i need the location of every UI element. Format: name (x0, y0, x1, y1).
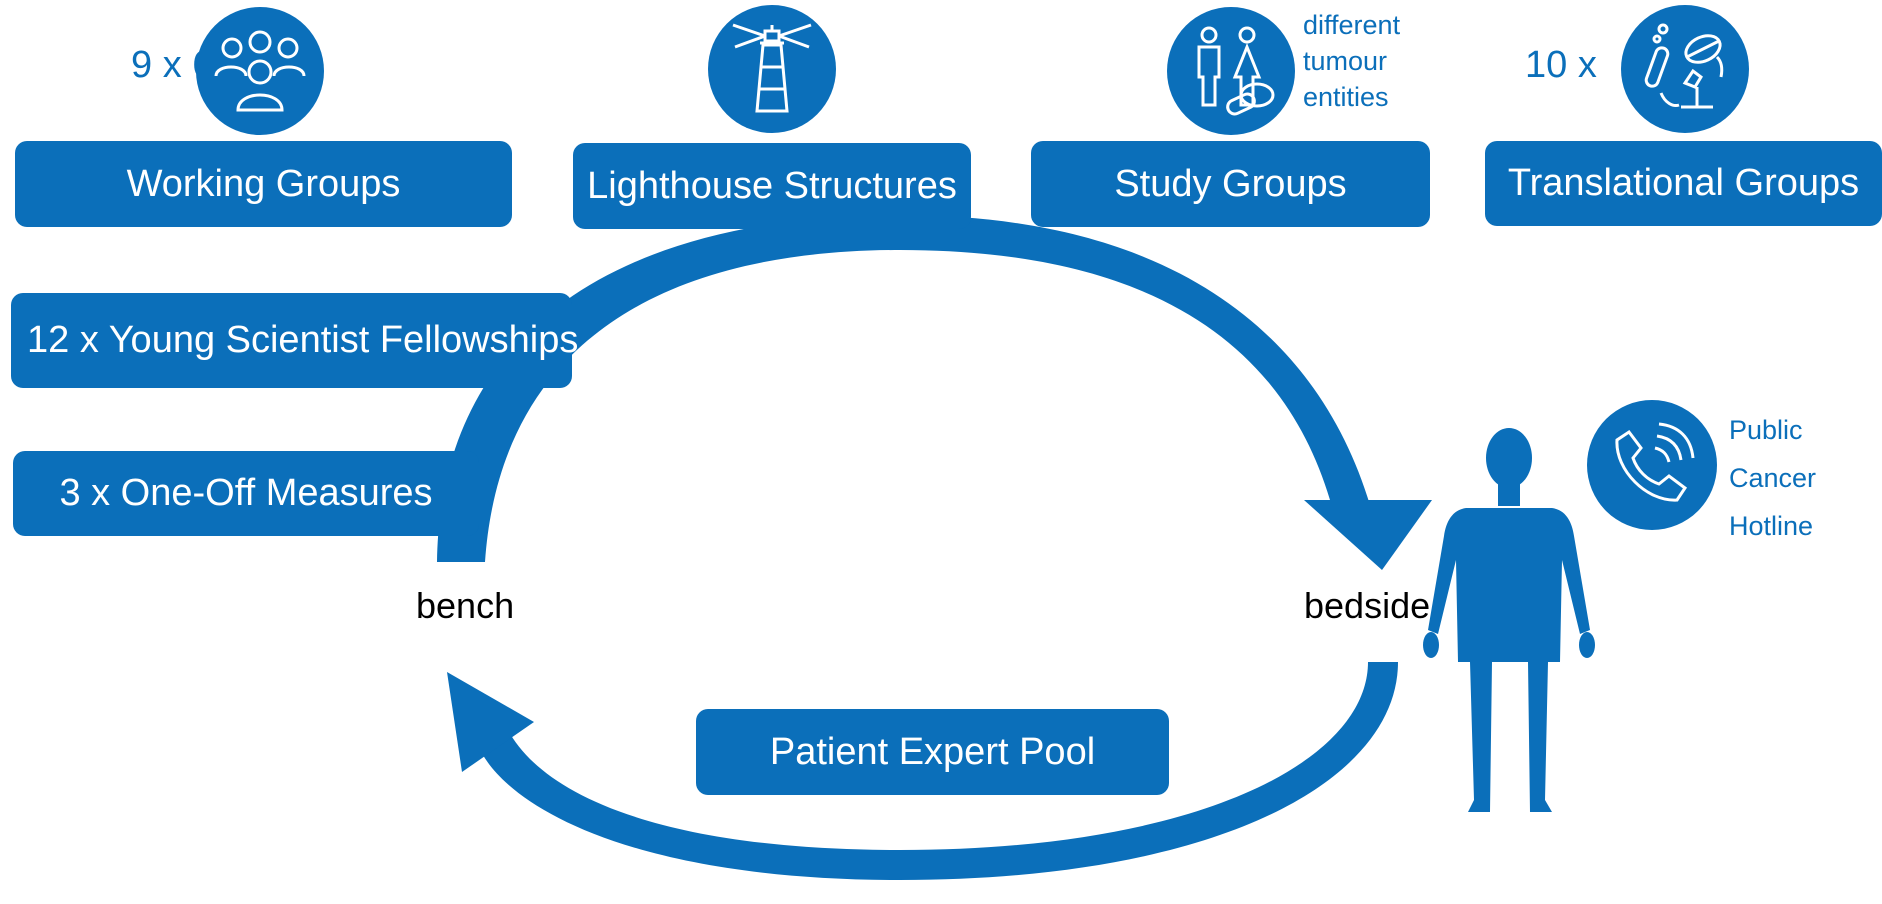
forward-arrow-head (1304, 500, 1432, 570)
young-scientist-fellowships-label: 12 x Young Scientist Fellowships (27, 319, 579, 361)
one-off-measures-box: 3 x One-Off Measures (13, 451, 479, 536)
people-group-icon (196, 7, 324, 135)
caption-line-2: tumour (1303, 46, 1388, 76)
return-arrow-head (447, 672, 534, 772)
translational-groups-box: Translational Groups (1485, 141, 1882, 226)
bedside-label: bedside (1304, 585, 1431, 626)
young-scientist-fellowships-box: 12 x Young Scientist Fellowships (11, 293, 578, 388)
study-groups-box: Study Groups (1031, 141, 1430, 227)
patient-expert-pool-box: Patient Expert Pool (696, 709, 1169, 795)
bench-label: bench (416, 585, 515, 626)
translational-groups-count: 10 x (1525, 44, 1597, 86)
lab-research-icon (1621, 5, 1749, 133)
working-groups-label: Working Groups (126, 162, 401, 205)
patients-pills-icon (1167, 7, 1295, 135)
lighthouse-structures-box: Lighthouse Structures (573, 143, 971, 229)
one-off-measures-label: 3 x One-Off Measures (59, 472, 433, 514)
lighthouse-structures-label: Lighthouse Structures (587, 164, 957, 207)
hotline-line-1: Public (1729, 415, 1803, 445)
caption-line-3: entities (1303, 82, 1389, 112)
tumour-entities-caption: different tumour entities (1303, 7, 1400, 115)
public-cancer-hotline-caption: Public Cancer Hotline (1729, 406, 1816, 550)
hotline-line-2: Cancer (1729, 463, 1817, 493)
caption-line-1: different (1303, 10, 1401, 40)
translational-groups-label: Translational Groups (1507, 162, 1860, 204)
patient-expert-pool-label: Patient Expert Pool (769, 730, 1096, 773)
return-arc-arrow (478, 662, 1398, 880)
working-groups-box: Working Groups (15, 141, 512, 227)
lighthouse-icon (708, 5, 836, 133)
hotline-line-3: Hotline (1729, 511, 1814, 541)
study-groups-label: Study Groups (1114, 162, 1347, 205)
phone-call-icon (1587, 400, 1717, 530)
